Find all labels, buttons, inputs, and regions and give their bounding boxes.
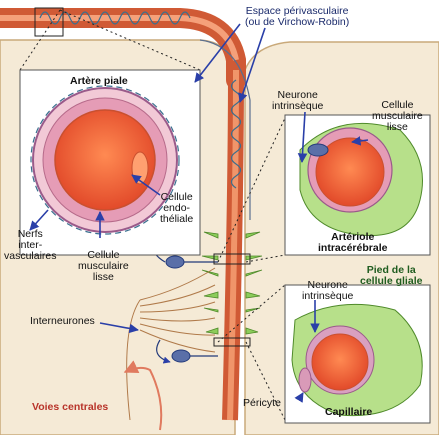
pericyte-cell: [298, 367, 312, 393]
label-intrinsic-neuron-bottom-line2: intrinsèque: [302, 290, 354, 302]
label-smooth-muscle-bottom: Cellule musculaire lisse: [78, 250, 129, 283]
label-smooth-muscle-bottom-line1: Cellule: [87, 249, 120, 261]
label-interneurons: Interneurones: [30, 315, 95, 327]
arrow-endothelial: [131, 174, 161, 196]
label-smooth-muscle-top: Cellule musculaire lisse: [372, 100, 423, 133]
label-intrinsic-neuron-top-line1: Neurone: [277, 89, 318, 101]
label-smooth-muscle-bottom-line3: lisse: [92, 271, 114, 283]
arrow-interneurons: [99, 322, 139, 334]
central-pathways-arrow: [123, 360, 163, 431]
interneuron-fibers: [126, 267, 216, 421]
label-perivascular-line2: (ou de Virchow-Robin): [245, 16, 350, 28]
pial-nerve-ring: [30, 85, 180, 235]
arrow-smooth-top: [351, 136, 369, 146]
zoom-box-arteriole: [213, 253, 251, 265]
label-intrinsic-neuron-top: Neurone intrinsèque: [272, 90, 323, 112]
label-glial-foot-line1: Pied de la: [366, 264, 416, 276]
penetrating-vessel-highlight: [227, 69, 239, 421]
capillary-lumen: [311, 333, 369, 391]
interneuron-cell-top: [165, 255, 185, 269]
label-endothelial-cell: Cellule endo- théliale: [160, 192, 193, 225]
label-arteriole-line2: intracérébrale: [318, 242, 388, 254]
label-pial-artery: Artère piale: [70, 75, 128, 87]
label-smooth-muscle-top-line3: lisse: [386, 121, 408, 133]
label-arteriole-line1: Artériole: [331, 231, 375, 243]
label-endothelial-line2: endo-: [163, 202, 191, 214]
label-intrinsic-neuron-bottom: Neurone intrinsèque: [302, 280, 353, 302]
arteriole-lumen: [315, 137, 385, 207]
label-smooth-muscle-top-line2: musculaire: [372, 110, 423, 122]
label-capillary: Capillaire: [325, 406, 373, 418]
label-pericyte: Péricyte: [243, 397, 281, 409]
label-arteriole: Artériole intracérébrale: [318, 232, 387, 254]
label-intrinsic-neuron-top-line2: intrinsèque: [272, 100, 324, 112]
zoom-box-surface: [34, 7, 64, 37]
arrow-neuron-top: [297, 111, 308, 163]
label-endothelial-line3: théliale: [160, 213, 194, 225]
arrow-pericyte: [294, 392, 304, 403]
label-intervascular-line2: inter-: [18, 239, 43, 251]
label-smooth-muscle-bottom-line2: musculaire: [78, 260, 129, 272]
arrow-intervascular: [29, 209, 49, 231]
perivascular-line: [199, 39, 251, 220]
pial-endothelial-cell: [131, 151, 149, 185]
label-smooth-muscle-top-line1: Cellule: [381, 99, 414, 111]
label-glial-foot: Pied de la cellule gliale: [360, 265, 422, 287]
label-intervascular-line1: Nerfs: [17, 228, 43, 240]
pointer-arrows: [29, 23, 369, 403]
zoom-box-capillary: [213, 337, 251, 347]
arrow-perivascular-2: [238, 27, 266, 103]
label-intrinsic-neuron-bottom-line1: Neurone: [307, 279, 348, 291]
interneuron-cell-bottom: [171, 349, 191, 363]
arteriole-neuron: [307, 143, 329, 157]
label-glial-foot-line2: cellule gliale: [360, 275, 423, 287]
label-central-pathways: Voies centrales: [32, 401, 109, 413]
label-intervascular-nerves: Nerfs inter- vasculaires: [4, 229, 57, 262]
pial-lumen: [54, 109, 156, 211]
label-intervascular-line3: vasculaires: [4, 250, 57, 262]
curve-arrow-bottom: [156, 339, 171, 364]
arrow-perivascular-1: [194, 23, 241, 83]
pial-artery-highlight: [0, 15, 239, 61]
label-perivascular-line1: Espace périvasculaire: [245, 5, 349, 17]
label-perivascular-space: Espace périvasculaire (ou de Virchow-Rob…: [245, 6, 349, 28]
label-endothelial-line1: Cellule: [160, 191, 193, 203]
zoom-lines: [19, 9, 286, 421]
